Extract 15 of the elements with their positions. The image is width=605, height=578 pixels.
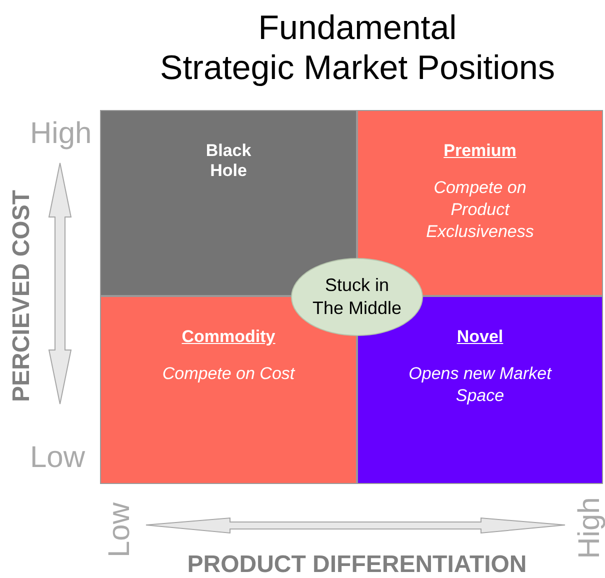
quadrant-heading: Premium <box>442 141 518 161</box>
title: Fundamental Strategic Market Positions <box>159 8 556 88</box>
quadrant-label: Black Hole <box>204 141 252 181</box>
quadrant-heading: Novel <box>456 327 504 347</box>
quadrant-heading: Commodity <box>180 327 276 347</box>
ellipse-label: Stuck in The Middle <box>312 274 402 320</box>
axis-value-label: Low <box>30 441 86 475</box>
axis-value-label: Low <box>103 502 137 558</box>
quadrant-description: Compete on Cost <box>161 363 296 385</box>
axis-value-label: High <box>573 497 605 559</box>
axis-title: PRODUCT DIFFERENTIATION <box>187 551 527 578</box>
axis-title: PERCIEVED COST <box>8 190 36 402</box>
quadrant-description: Compete on Product Exclusiveness <box>425 177 535 243</box>
axis-value-label: High <box>30 117 92 151</box>
quadrant-description: Opens new Market Space <box>408 363 553 407</box>
